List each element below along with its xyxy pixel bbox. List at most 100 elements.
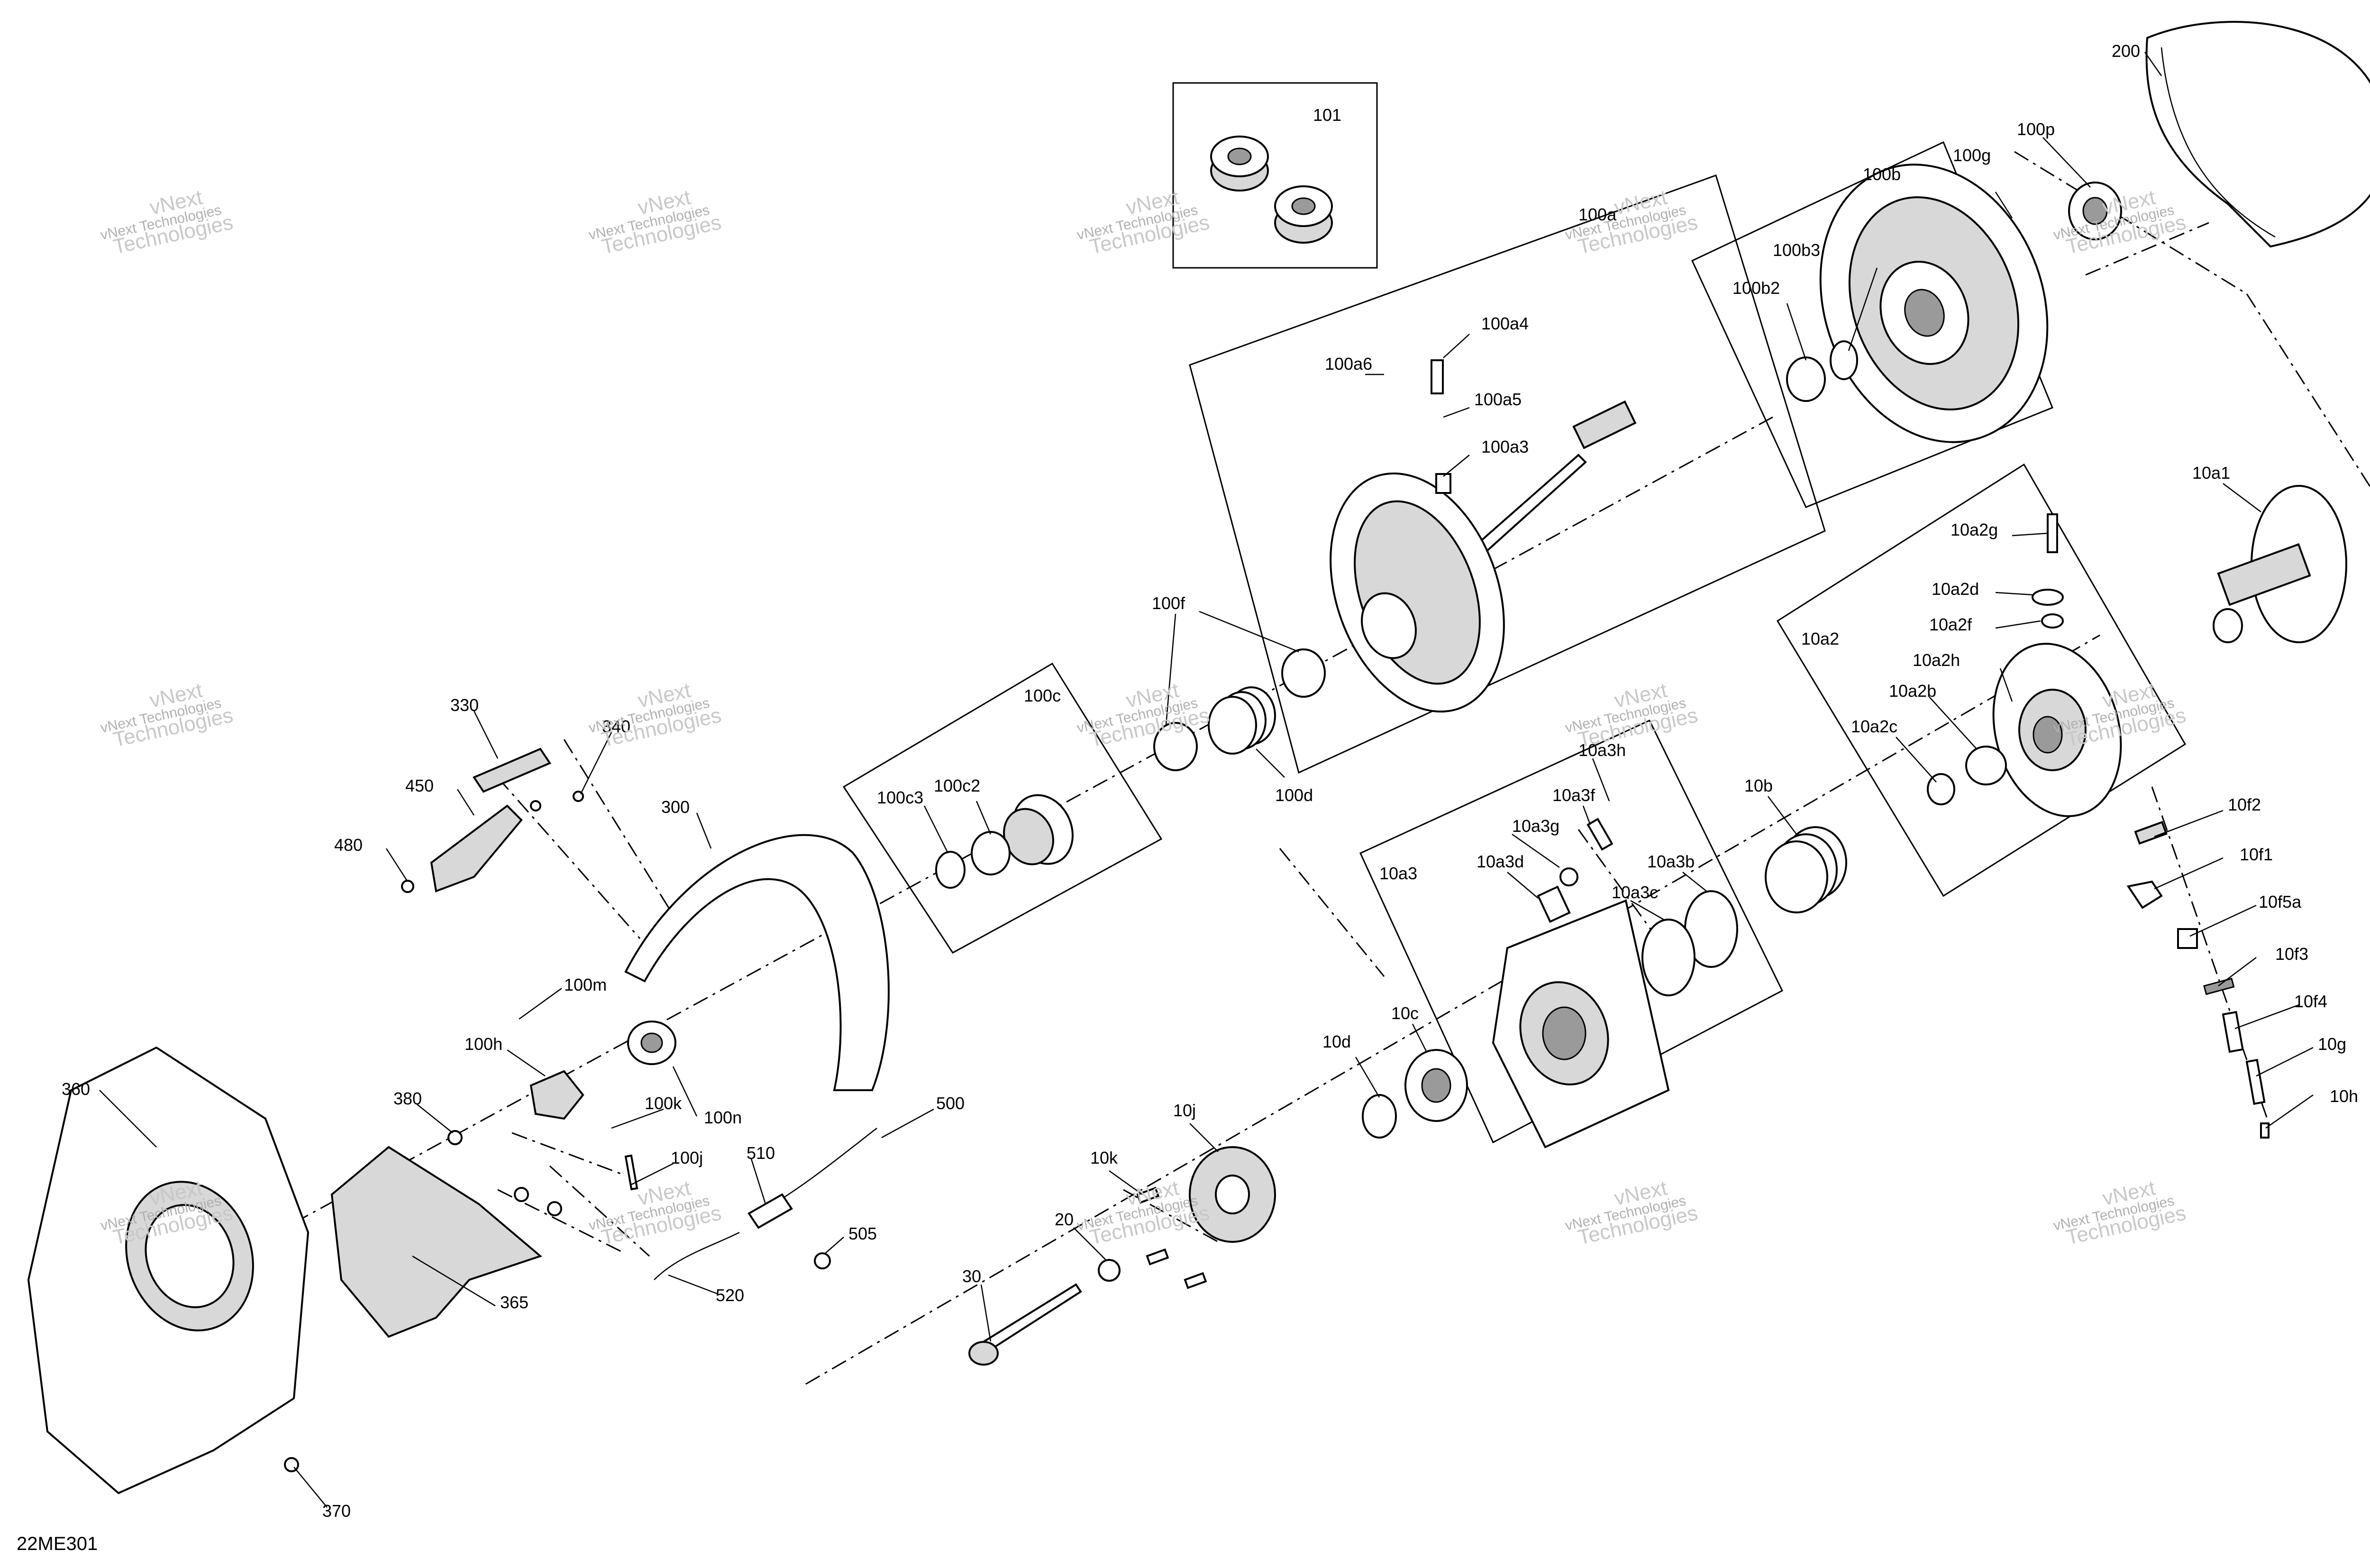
callout-450: 450 <box>405 776 434 795</box>
callout-100k: 100k <box>645 1094 682 1113</box>
callout-10d: 10d <box>1322 1032 1351 1051</box>
callout-100d: 100d <box>1275 785 1313 805</box>
diagram-code: 22ME301 <box>17 1533 98 1554</box>
part-330-plate <box>473 748 551 793</box>
callout-100b: 100b <box>1863 164 1901 184</box>
callout-10f1: 10f1 <box>2240 845 2273 864</box>
callout-10b: 10b <box>1744 776 1773 795</box>
callout-10a3h: 10a3h <box>1578 740 1626 760</box>
callout-10a3f: 10a3f <box>1552 785 1595 805</box>
callout-520: 520 <box>716 1285 744 1305</box>
callout-100a5: 100a5 <box>1474 390 1522 409</box>
callout-200: 200 <box>2112 41 2140 61</box>
part-10a2g-pin <box>2047 513 2058 553</box>
callout-10a2d: 10a2d <box>1932 579 1979 599</box>
part-450-bracket <box>430 804 523 893</box>
part-100b2-bushing <box>1786 356 1826 402</box>
callout-labels: 101 200 100a 100b 100b3 100b2 100g 100p … <box>62 41 2358 1521</box>
callout-100b2: 100b2 <box>1732 278 1780 298</box>
callout-10a2h: 10a2h <box>1913 650 1960 670</box>
callout-10a3: 10a3 <box>1379 864 1417 883</box>
callout-10f2: 10f2 <box>2228 795 2261 814</box>
part-101-spacers <box>1210 136 1333 244</box>
callout-100h: 100h <box>465 1034 502 1054</box>
part-100f-ring <box>1153 722 1198 771</box>
callout-100m: 100m <box>564 975 607 994</box>
part-drawings <box>27 21 2370 1495</box>
frame-101 <box>1172 82 1378 269</box>
part-10d-ring <box>1362 1094 1397 1139</box>
callout-10a3g: 10a3g <box>1512 816 1559 836</box>
part-100h-drive <box>529 1070 584 1120</box>
callout-100a: 100a <box>1578 205 1617 224</box>
part-365-cover <box>330 1146 543 1338</box>
part-10b-spring <box>1765 826 1847 913</box>
callout-10j: 10j <box>1173 1101 1196 1120</box>
callout-100p: 100p <box>2017 119 2055 139</box>
callout-380: 380 <box>393 1089 422 1108</box>
callout-101: 101 <box>1313 105 1341 125</box>
callout-100c: 100c <box>1024 686 1061 705</box>
part-100d-spring <box>1208 686 1276 755</box>
callout-10g: 10g <box>2318 1034 2346 1054</box>
part-20-washer <box>1098 1259 1121 1282</box>
part-100c-spider <box>935 794 1074 889</box>
callout-300: 300 <box>661 797 690 817</box>
callout-10a2b: 10a2b <box>1889 681 1936 701</box>
callout-10f5a: 10f5a <box>2259 892 2302 912</box>
callout-500: 500 <box>936 1094 965 1113</box>
callout-100a3: 100a3 <box>1481 437 1529 456</box>
frame-10a3 <box>1359 720 1783 1144</box>
callout-10a3b: 10a3b <box>1647 852 1695 871</box>
part-10a1-sheave <box>2213 485 2347 643</box>
frame-100c <box>842 662 1163 954</box>
callout-480: 480 <box>334 835 363 855</box>
part-520-pin <box>654 1231 740 1280</box>
callout-100c2: 100c2 <box>934 776 980 795</box>
callout-10a3c: 10a3c <box>1612 883 1658 902</box>
callout-505: 505 <box>848 1224 877 1243</box>
part-300-guard <box>624 834 890 1091</box>
frame-10a2 <box>1776 463 2187 897</box>
callout-10k: 10k <box>1090 1148 1118 1167</box>
callout-30: 30 <box>962 1267 981 1286</box>
callout-100b3: 100b3 <box>1773 240 1820 260</box>
callout-10a1: 10a1 <box>2192 463 2230 483</box>
callout-10a2g: 10a2g <box>1951 520 1998 539</box>
leader-lines <box>99 52 2314 1508</box>
part-100a-fixed-sheave <box>1330 400 1637 713</box>
callout-10a2f: 10a2f <box>1929 615 1972 634</box>
callout-100a4: 100a4 <box>1481 314 1529 333</box>
callout-10f3: 10f3 <box>2275 944 2308 964</box>
callout-100a6: 100a6 <box>1325 354 1372 374</box>
callout-365: 365 <box>500 1293 529 1312</box>
callout-360: 360 <box>62 1079 90 1099</box>
part-100b-sheave <box>1819 164 2049 443</box>
callout-100c3: 100c3 <box>877 788 923 807</box>
callout-10h: 10h <box>2330 1086 2358 1106</box>
callout-100f: 100f <box>1152 593 1185 613</box>
callout-330: 330 <box>450 695 479 715</box>
part-200-belt <box>2145 21 2370 248</box>
callout-370: 370 <box>322 1501 351 1521</box>
callout-100j: 100j <box>671 1148 703 1167</box>
callout-20: 20 <box>1055 1210 1074 1229</box>
callout-100n: 100n <box>704 1108 742 1127</box>
callout-10c: 10c <box>1391 1003 1419 1023</box>
part-10a3-housing <box>1492 899 1670 1149</box>
part-100a4-screw <box>1431 359 1444 394</box>
callout-10f4: 10f4 <box>2294 992 2327 1011</box>
callout-100g: 100g <box>1953 146 1991 165</box>
